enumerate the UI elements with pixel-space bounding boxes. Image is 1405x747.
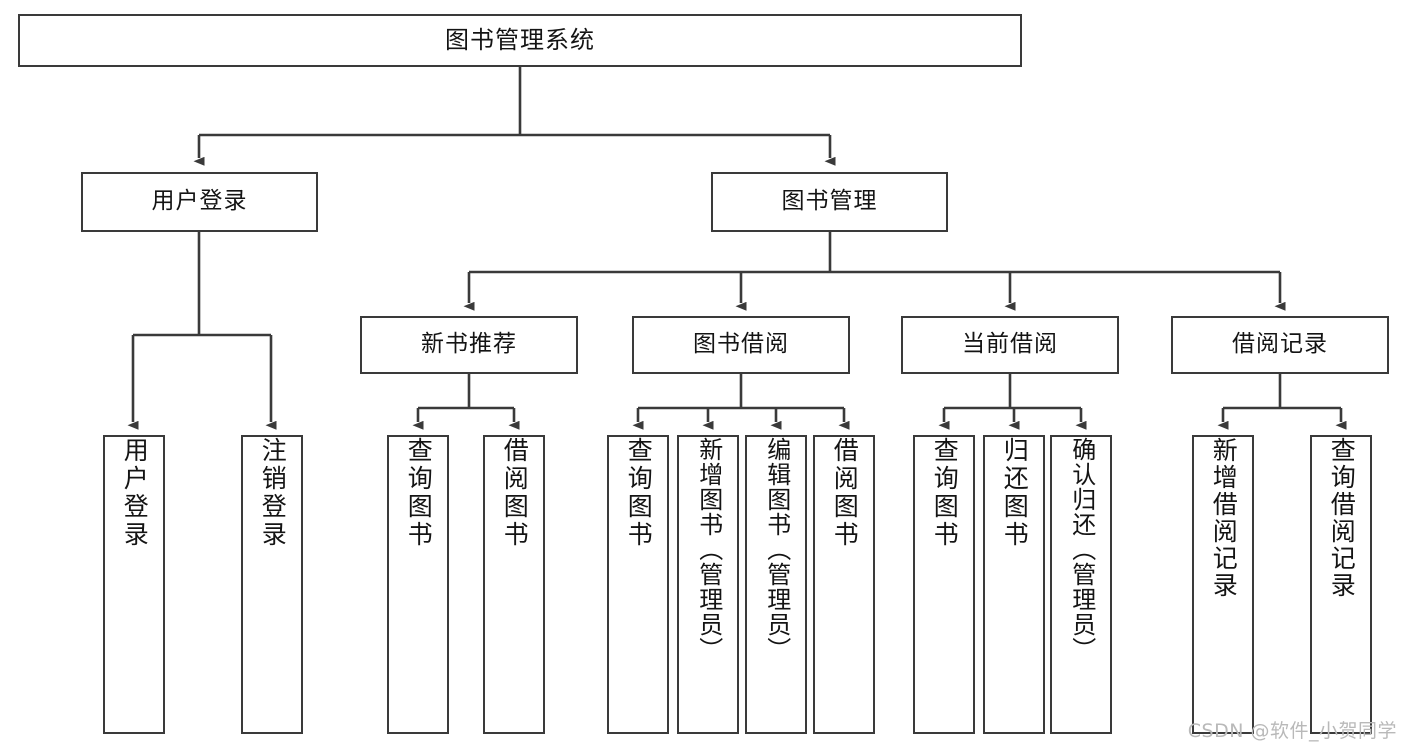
node-label: 查询图书	[404, 437, 434, 549]
node-label: 借阅图书	[830, 437, 860, 549]
node-label: 用户登录	[120, 437, 150, 549]
node-leaf-add-borrow-record[interactable]: 新增借阅记录	[1192, 435, 1254, 734]
node-root-system[interactable]: 图书管理系统	[18, 14, 1022, 67]
node-leaf-return-book[interactable]: 归还图书	[983, 435, 1045, 734]
node-submodule-book-borrow[interactable]: 图书借阅	[632, 316, 850, 374]
node-submodule-new-book-recommend[interactable]: 新书推荐	[360, 316, 578, 374]
node-label: 确认归还（管理员）	[1067, 437, 1096, 662]
node-module-book-management[interactable]: 图书管理	[711, 172, 948, 232]
node-label: 图书借阅	[693, 331, 789, 358]
node-leaf-user-login[interactable]: 用户登录	[103, 435, 165, 734]
node-label: 归还图书	[1000, 437, 1030, 549]
node-leaf-query-book-recommend[interactable]: 查询图书	[387, 435, 449, 734]
node-label: 图书管理系统	[445, 26, 595, 55]
node-label: 查询图书	[930, 437, 960, 549]
node-label: 编辑图书（管理员）	[762, 437, 791, 662]
watermark: CSDN @软件_小贺同学	[1187, 720, 1397, 742]
node-label: 借阅记录	[1232, 331, 1328, 358]
node-leaf-borrow-book[interactable]: 借阅图书	[813, 435, 875, 734]
node-module-user-login[interactable]: 用户登录	[81, 172, 318, 232]
node-label: 注销登录	[258, 437, 288, 549]
node-label: 查询借阅记录	[1327, 437, 1357, 599]
node-label: 图书管理	[781, 188, 878, 215]
node-submodule-borrow-records[interactable]: 借阅记录	[1171, 316, 1389, 374]
node-label: 借阅图书	[500, 437, 530, 549]
node-submodule-current-borrow[interactable]: 当前借阅	[901, 316, 1119, 374]
node-label: 当前借阅	[962, 331, 1058, 358]
node-label: 新书推荐	[421, 331, 517, 358]
node-label: 查询图书	[624, 437, 654, 549]
node-leaf-edit-book-admin[interactable]: 编辑图书（管理员）	[745, 435, 807, 734]
node-leaf-add-book-admin[interactable]: 新增图书（管理员）	[677, 435, 739, 734]
node-label: 新增借阅记录	[1209, 437, 1239, 599]
node-leaf-query-book-current[interactable]: 查询图书	[913, 435, 975, 734]
node-leaf-logout[interactable]: 注销登录	[241, 435, 303, 734]
node-label: 用户登录	[151, 188, 248, 215]
node-leaf-confirm-return-admin[interactable]: 确认归还（管理员）	[1050, 435, 1112, 734]
node-label: 新增图书（管理员）	[694, 437, 723, 662]
node-leaf-borrow-book-recommend[interactable]: 借阅图书	[483, 435, 545, 734]
node-leaf-query-borrow-record[interactable]: 查询借阅记录	[1310, 435, 1372, 734]
node-leaf-query-book-borrow[interactable]: 查询图书	[607, 435, 669, 734]
